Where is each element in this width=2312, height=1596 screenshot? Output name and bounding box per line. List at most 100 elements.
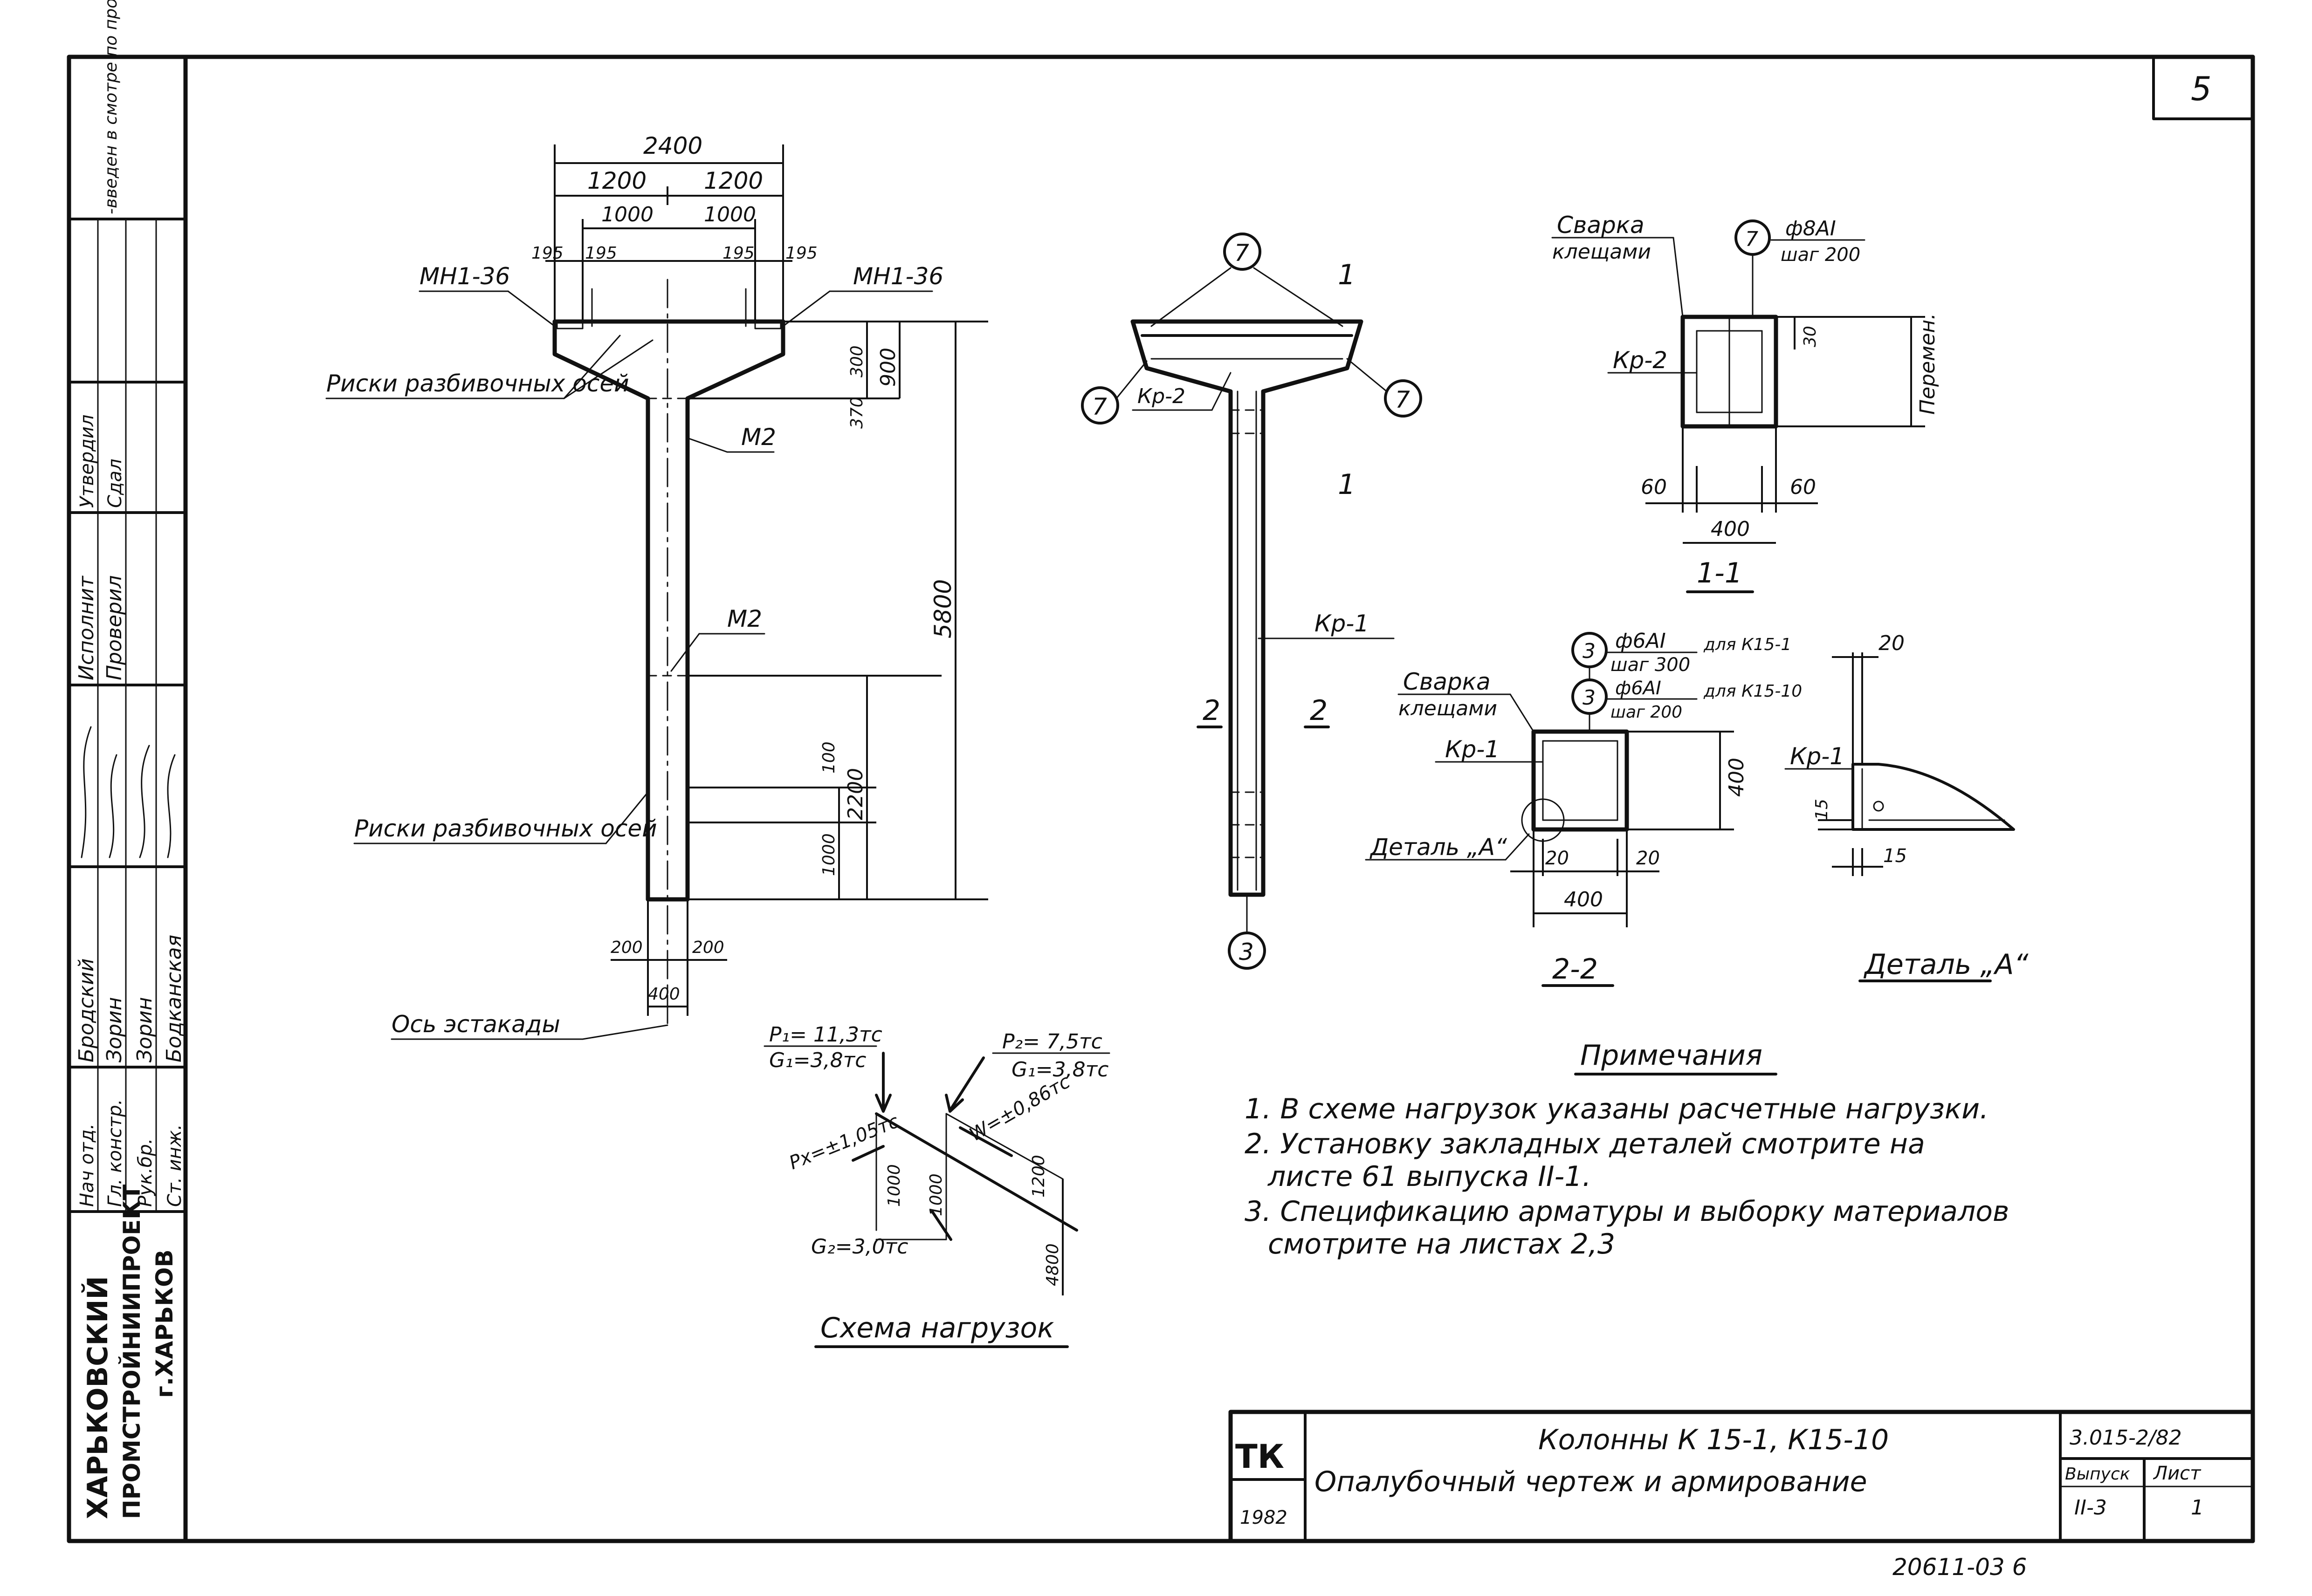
dim-20-a: 20 xyxy=(1545,848,1569,869)
rebar-a-for: для К15-1 xyxy=(1703,635,1791,654)
dim-300: 300 xyxy=(847,345,867,377)
rebar-b-for: для К15-10 xyxy=(1703,682,1802,701)
sec22-title: 2-2 xyxy=(1552,953,1598,986)
rebar-top-2: шаг 200 xyxy=(1781,244,1860,266)
bottom-code: 20611-03 6 xyxy=(1892,1554,2027,1581)
load-d1000-a: 1000 xyxy=(885,1164,904,1207)
kr1-elev: Кр-1 xyxy=(1314,610,1369,637)
dim-20-b: 20 xyxy=(1636,848,1660,869)
left-stamp: ХАРЬКОВСКИЙ ПРОМСТРОЙНИИПРОЕКТ г.ХАРЬКОВ… xyxy=(68,0,187,1519)
weld-top-2: клещами xyxy=(1552,240,1651,264)
kr2-sec: Кр-2 xyxy=(1613,347,1667,374)
dim-370: 370 xyxy=(847,397,867,429)
org-line3: г.ХАРЬКОВ xyxy=(151,1249,178,1398)
rebar-a: ф6АI xyxy=(1615,629,1666,653)
org-line1: ХАРЬКОВСКИЙ xyxy=(81,1276,114,1519)
dim-5800: 5800 xyxy=(929,579,956,638)
rebar-b-2: шаг 200 xyxy=(1610,703,1682,722)
name-2: Зорин xyxy=(133,997,157,1062)
sec11-top: 1 xyxy=(1338,259,1356,291)
detail-a-ref: Деталь „А“ xyxy=(1369,834,1507,861)
load-g1b: G₁=3,8тс xyxy=(1012,1058,1108,1082)
sec22-left: 2 xyxy=(1203,694,1220,727)
dim-2400: 2400 xyxy=(643,132,702,159)
pos3-sec22b-label: 3 xyxy=(1583,686,1596,710)
label-mn-right: МН1-36 xyxy=(853,263,943,290)
pos7-left xyxy=(1081,386,1119,425)
label-marks-top: Риски разбивочных осей xyxy=(326,370,629,397)
dim-15-a: 15 xyxy=(1812,799,1831,820)
tb-title1: Колонны К 15-1, К15-10 xyxy=(1538,1424,1889,1456)
load-d1000-b: 1000 xyxy=(927,1173,946,1216)
dim-900: 900 xyxy=(876,348,900,387)
dim-2200: 2200 xyxy=(844,768,867,820)
note-3a: 3. Спецификацию арматуры и выборку матер… xyxy=(1245,1195,2009,1228)
tk-logo: ТК xyxy=(1235,1438,1284,1476)
tb-year: 1982 xyxy=(1240,1507,1287,1528)
dim-195-b: 195 xyxy=(585,244,617,263)
name-0: Бродский xyxy=(75,959,98,1062)
load-title: Схема нагрузок xyxy=(820,1312,1054,1344)
tb-issue-label: Выпуск xyxy=(2065,1465,2130,1484)
pos7-sec11-label: 7 xyxy=(1745,227,1758,251)
dim-variable: Перемен. xyxy=(1916,313,1940,415)
col-executed: Исполнит xyxy=(75,575,98,680)
weld-bot: Сварка xyxy=(1403,668,1491,695)
pos7-right-label: 7 xyxy=(1395,386,1410,413)
weld-bot-2: клещами xyxy=(1398,697,1497,720)
kr2-elev: Кр-2 xyxy=(1137,384,1185,408)
label-marks-bottom: Риски разбивочных осей xyxy=(354,815,657,842)
name-3: Бодканская xyxy=(162,935,186,1062)
note-3b: смотрите на листах 2,3 xyxy=(1268,1228,1615,1260)
title-block: ТК 1982 Колонны К 15-1, К15-10 Опалубочн… xyxy=(1228,1410,2255,1543)
reinforcement-elevation: 7 7 7 3 1 1 2 2 Кр-2 Кр-1 xyxy=(1081,233,1422,970)
dim-60-a: 60 xyxy=(1641,475,1667,499)
rebar-a-2: шаг 300 xyxy=(1610,654,1690,676)
org-line2: ПРОМСТРОЙНИИПРОЕКТ xyxy=(118,1185,145,1519)
section-2-2: 3 ф6АI шаг 300 для К15-1 3 ф6АI шаг 200 … xyxy=(1365,629,1802,987)
note-2a: 2. Установку закладных деталей смотрите … xyxy=(1245,1128,1925,1160)
outer-frame xyxy=(67,55,2255,1543)
col-passed: Сдал xyxy=(104,459,126,508)
tb-series: 3.015-2/82 xyxy=(2070,1426,2182,1450)
tb-sheet-value: 1 xyxy=(2191,1496,2204,1520)
kr1-sec: Кр-1 xyxy=(1445,736,1500,763)
dim-400-s1: 400 xyxy=(1711,517,1750,541)
signatures xyxy=(81,726,176,858)
col-checked: Проверил xyxy=(103,575,126,680)
pos7-top-label: 7 xyxy=(1234,240,1249,267)
dim-15-b: 15 xyxy=(1883,845,1907,867)
note-1: 1. В схеме нагрузок указаны расчетные на… xyxy=(1245,1093,1989,1125)
label-m2-top: М2 xyxy=(741,424,776,451)
load-g1a: G₁=3,8тс xyxy=(769,1048,866,1072)
kr1-detail: Кр-1 xyxy=(1790,743,1844,770)
load-d4800: 4800 xyxy=(1043,1243,1062,1286)
name-1: Зорин xyxy=(103,997,126,1062)
dim-30: 30 xyxy=(1801,326,1820,347)
sec11-title: 1-1 xyxy=(1697,557,1742,589)
sec22-right: 2 xyxy=(1310,694,1328,727)
load-w: W=±0,86тс xyxy=(966,1071,1074,1145)
load-p1: P₁= 11,3тс xyxy=(769,1023,882,1047)
dim-400-s2v: 400 xyxy=(1725,758,1748,797)
load-g2: G₂=3,0тс xyxy=(811,1235,908,1259)
dim-400-s2: 400 xyxy=(1564,888,1603,911)
load-scheme: P₁= 11,3тс G₁=3,8тс P₂= 7,5тс G₁=3,8тс P… xyxy=(764,1023,1110,1348)
dim-195-c: 195 xyxy=(722,244,755,263)
label-m2-mid: М2 xyxy=(727,605,762,632)
load-d1200: 1200 xyxy=(1029,1155,1048,1198)
tb-title2: Опалубочный чертеж и армирование xyxy=(1314,1466,1867,1498)
dim-1000-b: 1000 xyxy=(704,203,756,226)
load-p2: P₂= 7,5тс xyxy=(1002,1030,1102,1054)
dim-200-b: 200 xyxy=(692,938,724,957)
dim-1000-v: 1000 xyxy=(819,833,839,876)
page-number: 5 xyxy=(2191,70,2212,108)
col-approved: Утвердил xyxy=(76,415,98,508)
dim-20-det: 20 xyxy=(1878,631,1905,655)
role-1: Гл. констр. xyxy=(104,1099,126,1207)
role-3: Ст. инж. xyxy=(164,1124,186,1207)
label-mn-left: МН1-36 xyxy=(420,263,510,290)
role-0: Нач отд. xyxy=(76,1123,98,1207)
rebar-top: ф8АI xyxy=(1785,217,1836,240)
